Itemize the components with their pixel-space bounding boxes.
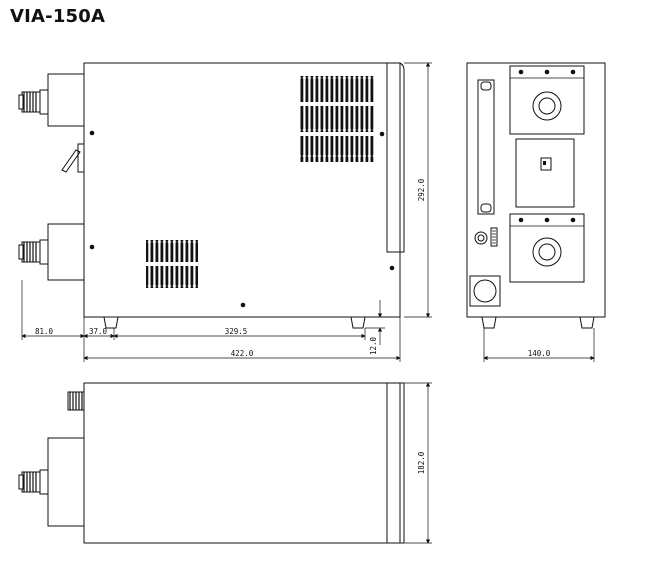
dim-foot-height: 12.0 bbox=[369, 336, 378, 355]
dim-rear-width: 140.0 bbox=[528, 349, 551, 358]
foot bbox=[481, 316, 497, 329]
top-view: 182.0 bbox=[18, 382, 432, 544]
vent-grille bbox=[299, 106, 375, 132]
foot bbox=[103, 316, 119, 329]
dim-body-depth: 329.5 bbox=[225, 327, 248, 336]
screw bbox=[379, 131, 385, 137]
power-inlet bbox=[469, 275, 501, 307]
rear-view: 140.0 bbox=[466, 62, 606, 362]
serial-connector bbox=[490, 227, 498, 247]
vent-grille bbox=[146, 240, 198, 262]
dim-top-width: 182.0 bbox=[417, 451, 426, 474]
vent-grille bbox=[299, 76, 375, 102]
screw bbox=[240, 302, 246, 308]
fan-icon bbox=[532, 91, 562, 121]
dim-front-offset: 37.0 bbox=[89, 327, 108, 336]
connector-top bbox=[67, 391, 85, 411]
dim-height: 292.0 bbox=[417, 178, 426, 201]
connector-side bbox=[18, 437, 85, 527]
fan-module-lower bbox=[509, 213, 585, 283]
power-switch-icon bbox=[540, 157, 552, 171]
screw bbox=[89, 130, 95, 136]
vent-grille bbox=[299, 136, 375, 162]
fan-module-upper bbox=[509, 65, 585, 135]
connector-upper bbox=[18, 73, 85, 127]
switch-panel bbox=[515, 138, 575, 208]
screw bbox=[89, 244, 95, 250]
fan-icon bbox=[532, 237, 562, 267]
dim-connector-length: 81.0 bbox=[35, 327, 54, 336]
screw bbox=[389, 265, 395, 271]
rear-body-outline bbox=[466, 62, 606, 318]
connector-lower bbox=[18, 223, 85, 281]
dim-total-width: 422.0 bbox=[231, 349, 254, 358]
top-body-outline bbox=[83, 382, 401, 544]
rear-handle bbox=[386, 62, 405, 253]
foot bbox=[579, 316, 595, 329]
side-view: 81.0 37.0 329.5 422.0 292.0 12.0 bbox=[18, 62, 432, 362]
foot bbox=[350, 316, 366, 329]
model-title: VIA-150A bbox=[10, 6, 106, 27]
vent-grille bbox=[146, 266, 198, 288]
rear-handle-rail bbox=[477, 79, 495, 215]
side-switch-lever bbox=[61, 149, 81, 173]
round-port-icon bbox=[474, 231, 488, 245]
